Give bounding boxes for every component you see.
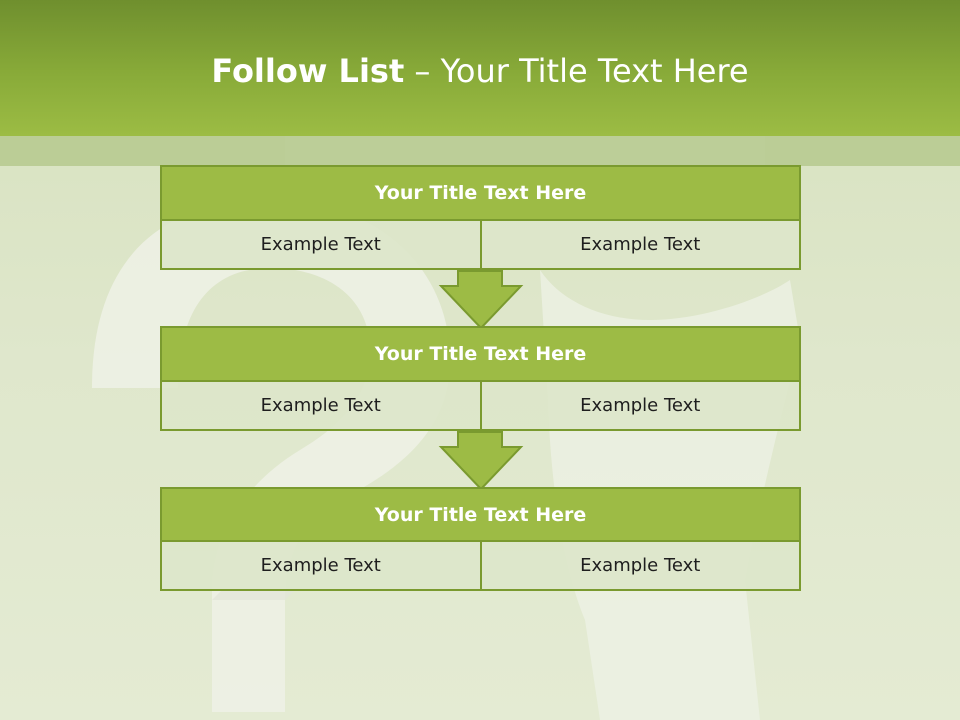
block-cell-right: Example Text [481, 382, 801, 431]
block-title: Your Title Text Here [160, 326, 801, 382]
slide-title-rest: – Your Title Text Here [414, 52, 749, 90]
header-sub-band [0, 136, 960, 166]
block-cell-left: Example Text [160, 542, 482, 591]
block-row: Example Text Example Text [160, 542, 801, 591]
down-arrow-icon [438, 431, 524, 491]
block-cell-right: Example Text [481, 221, 801, 270]
slide-title-bold: Follow List [211, 52, 405, 90]
block-title: Your Title Text Here [160, 487, 801, 542]
list-block-1: Your Title Text Here Example Text Exampl… [160, 165, 801, 270]
down-arrow-icon [438, 270, 524, 330]
list-block-3: Your Title Text Here Example Text Exampl… [160, 487, 801, 591]
header-band [0, 0, 960, 136]
list-block-2: Your Title Text Here Example Text Exampl… [160, 326, 801, 431]
block-title: Your Title Text Here [160, 165, 801, 221]
block-row: Example Text Example Text [160, 382, 801, 431]
slide-title: Follow List – Your Title Text Here [0, 52, 960, 90]
block-cell-left: Example Text [160, 382, 482, 431]
block-cell-right: Example Text [481, 542, 801, 591]
block-row: Example Text Example Text [160, 221, 801, 270]
block-cell-left: Example Text [160, 221, 482, 270]
